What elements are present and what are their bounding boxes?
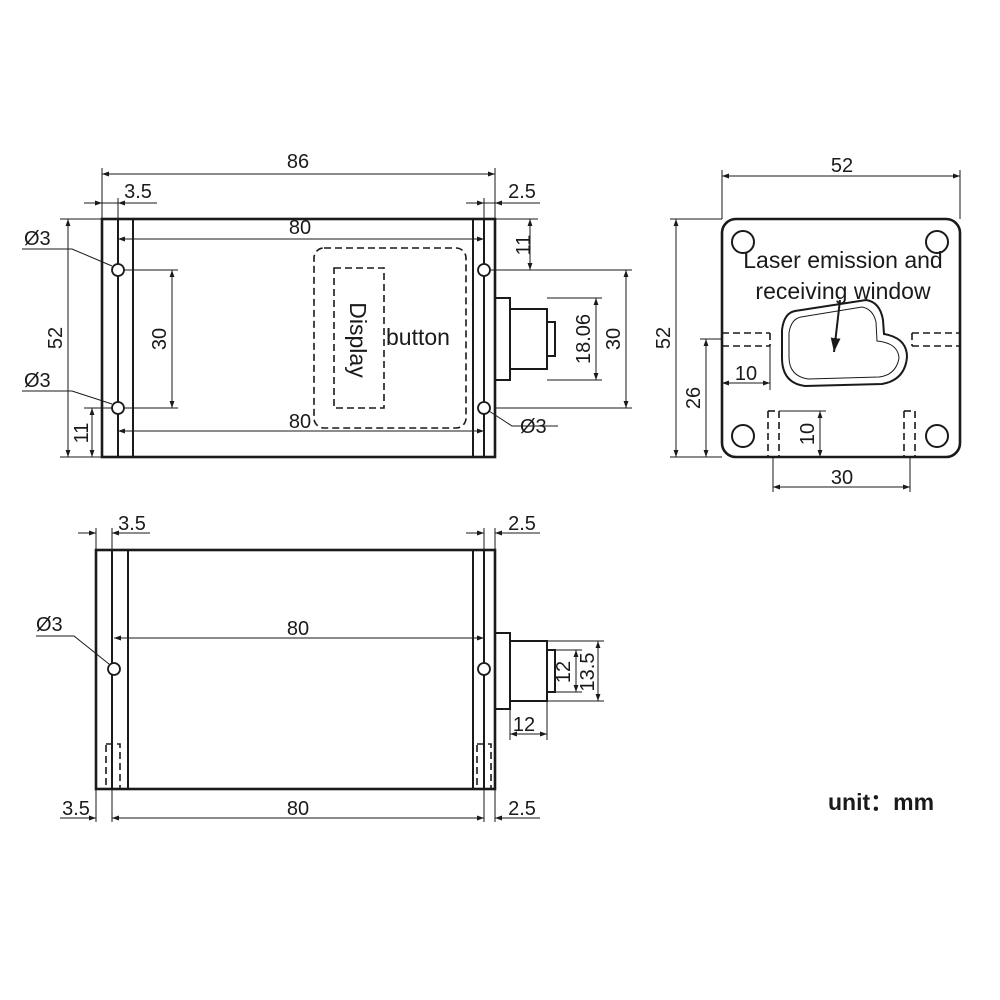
side-hole-bottom-left: [731, 424, 755, 448]
bottom-hole-right: [477, 662, 491, 676]
dim-12-vertical: 12: [553, 661, 575, 683]
display-window-outline: [333, 267, 385, 409]
dim-80-bottom-body: 80: [287, 798, 309, 820]
dim-52-side-height: 52: [653, 327, 675, 349]
bottom-hole-left: [107, 662, 121, 676]
dim-11-top: 11: [513, 235, 535, 256]
hole-label-top-left: Ø3: [24, 228, 51, 250]
unit-label: unit：mm: [828, 789, 934, 815]
connector-tip: [546, 321, 556, 357]
dim-30-front-right: 30: [603, 328, 625, 350]
hole-label-right: Ø3: [520, 416, 547, 438]
connector-flange: [494, 297, 511, 381]
dim-80-bottom-hole-span: 80: [287, 618, 309, 640]
dim-11-bottom: 11: [71, 423, 93, 444]
dim-3-5-bottom-top: 3.5: [118, 513, 146, 535]
side-body-outline: [720, 217, 962, 459]
dim-10-vertical: 10: [797, 423, 819, 445]
display-label: Display: [345, 302, 371, 378]
dim-2-5-bottom: 2.5: [508, 798, 536, 820]
dim-2-5-bottom-top: 2.5: [508, 513, 536, 535]
bottom-connector-body: [509, 640, 548, 702]
bottom-connector-flange: [494, 632, 511, 710]
bottom-slot-left: [105, 743, 121, 790]
front-hole-bottom-left: [111, 401, 125, 415]
dim-86: 86: [287, 151, 309, 173]
laser-window-outer: [781, 298, 909, 388]
dim-80-top-inside: 80: [289, 217, 311, 239]
hole-label-bottom-view: Ø3: [36, 614, 63, 636]
dim-30-front-left: 30: [149, 328, 171, 350]
side-view: 52 52 26 10 10 30 Laser emission and rec…: [653, 155, 962, 492]
laser-window-inner: [788, 306, 900, 380]
side-hole-top-right: [925, 230, 949, 254]
display-area-outline: [313, 247, 467, 429]
window-label-line2: receiving window: [755, 278, 931, 304]
hole-label-bottom-left: Ø3: [24, 370, 51, 392]
side-hole-top-left: [731, 230, 755, 254]
dim-80-bottom-inside: 80: [289, 411, 311, 433]
front-hole-top-left: [111, 263, 125, 277]
side-hole-bottom-right: [925, 424, 949, 448]
button-label: button: [386, 324, 450, 350]
connector-body: [509, 308, 548, 370]
dim-26: 26: [683, 387, 705, 409]
dim-12-horizontal: 12: [513, 714, 535, 736]
bottom-connector-tip: [546, 649, 556, 693]
window-label-line1: Laser emission and: [743, 247, 942, 273]
front-view: 86 3.5 2.5 80 80 52 11 30 Ø3 Ø3 Ø3 11 18…: [22, 151, 632, 459]
bottom-body-outline: [94, 548, 497, 791]
dim-2-5-top: 2.5: [508, 181, 536, 203]
dim-18-06: 18.06: [573, 314, 595, 364]
front-hole-top-right: [477, 263, 491, 277]
dim-52-front: 52: [45, 327, 67, 349]
dim-3-5-top: 3.5: [124, 181, 152, 203]
dim-10-horizontal: 10: [735, 363, 757, 385]
dim-30-side: 30: [831, 467, 853, 489]
bottom-view: 3.5 2.5 80 Ø3 12 13.5 12 3.5 80 2.5: [36, 513, 604, 822]
dim-52-side-width: 52: [831, 155, 853, 177]
dim-3-5-bottom: 3.5: [62, 798, 90, 820]
dim-13-5: 13.5: [577, 653, 599, 692]
front-hole-bottom-right: [477, 401, 491, 415]
